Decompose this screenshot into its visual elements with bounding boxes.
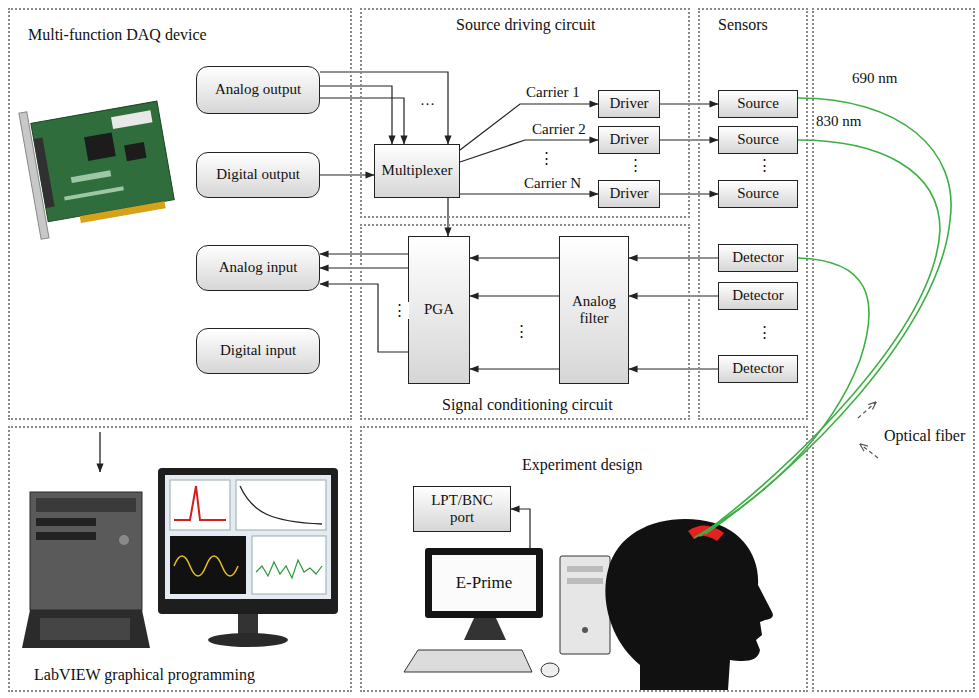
box-label: Driver [609,131,648,148]
box-label: Detector [732,249,784,266]
experiment-region: Experiment designLPT/BNC portE-Prime [360,426,808,692]
driver-box: Driver [598,90,660,118]
region-title: Multi-function DAQ device [28,26,207,44]
ellipsis: ⋮ [537,150,556,167]
signal-arrow [460,140,598,162]
wavelength-label: 690 nm [850,70,899,87]
fiber-region: Optical fiber [812,8,975,692]
region-title: Optical fiber [884,427,965,445]
head-silhouette [605,519,773,690]
wavelength-label: 830 nm [814,113,863,130]
signal-arrow [470,295,559,296]
box-label: Source [737,95,779,112]
filter-box: Analog filter [559,236,629,384]
detector-box: Detector [718,355,798,383]
signal-arrow [629,295,718,296]
port-box: LPT/BNC port [413,486,511,532]
io-port-box: Analog input [196,245,320,291]
box-label: Detector [732,287,784,304]
signal-arrow [320,86,392,144]
signal-arrow [629,257,718,258]
ellipsis: ⋮ [755,157,774,174]
detector-box: Detector [718,282,798,310]
box-label: Multiplexer [382,162,453,179]
signal-arrow [320,174,374,175]
box-label: Digital output [216,166,300,183]
circuit-region: Signal conditioning circuit PGA Analog fil… [360,224,690,420]
optical-fiber [694,98,951,538]
ellipsis: … [418,92,437,109]
region-title: Source driving circuit [456,16,596,34]
signal-arrow [470,368,559,369]
carrier-label: Carrier N [522,175,583,192]
signal-arrow [511,509,530,548]
signal-arrow [320,72,448,144]
ellipsis: ⋮ [626,157,645,174]
io-port-box: Analog output [196,66,320,114]
ellipsis: ⋮ [755,324,774,341]
carrier-label: Carrier 2 [530,121,588,138]
signal-arrow [320,267,408,268]
box-label: Analog filter [566,293,622,328]
signal-arrow [320,253,408,254]
ellipsis: ⋮ [512,323,531,340]
region-title: Sensors [718,16,768,34]
multiplexer-box: Multiplexer [374,144,460,198]
box-label: PGA [424,301,454,318]
light-direction-arrow [860,444,878,458]
signal-arrow [320,98,404,144]
signal-arrow [460,104,598,150]
sensor-region: SensorsSourceSourceSourceDetectorDetecto… [698,8,808,420]
box-label: Source [737,131,779,148]
signal-arrow [470,257,559,258]
io-port-box: Digital input [196,328,320,374]
signal-arrow [629,368,718,369]
source-box: Source [718,180,798,208]
box-label: LPT/BNC port [427,492,497,527]
carrier-label: Carrier 1 [524,84,582,101]
monitor-screen: E-Prime [425,548,543,618]
io-port-box: Digital output [196,152,320,198]
region-title: Experiment design [522,456,642,474]
box-label: Digital input [220,342,296,359]
light-direction-arrow [858,402,876,418]
ellipsis: ⋮ [390,302,409,319]
box-label: Analog output [215,81,301,98]
signal-arrow [460,193,598,194]
driver-box: Driver [598,126,660,154]
box-label: Detector [732,360,784,377]
signal-arrow [320,284,408,352]
amplifier-box: PGA [408,236,470,384]
daq-card-photo [19,89,177,239]
box-label: E-Prime [456,573,513,593]
box-label: Source [737,185,779,202]
source-box: Source [718,126,798,154]
workstation-photo [22,468,338,648]
source-box: Source [718,90,798,118]
box-label: Analog input [219,259,298,276]
driver-box: Driver [598,180,660,208]
box-label: Driver [609,185,648,202]
flow-arrow [99,432,100,472]
device-region: Multi-function DAQ deviceAnalog outputDi… [8,8,352,420]
region-title: LabVIEW graphical programming [34,666,255,684]
software-region: LabVIEW graphical programming [8,426,352,692]
detector-box: Detector [718,244,798,272]
region-title: Signal conditioning circuit [442,396,613,414]
box-label: Driver [609,95,648,112]
